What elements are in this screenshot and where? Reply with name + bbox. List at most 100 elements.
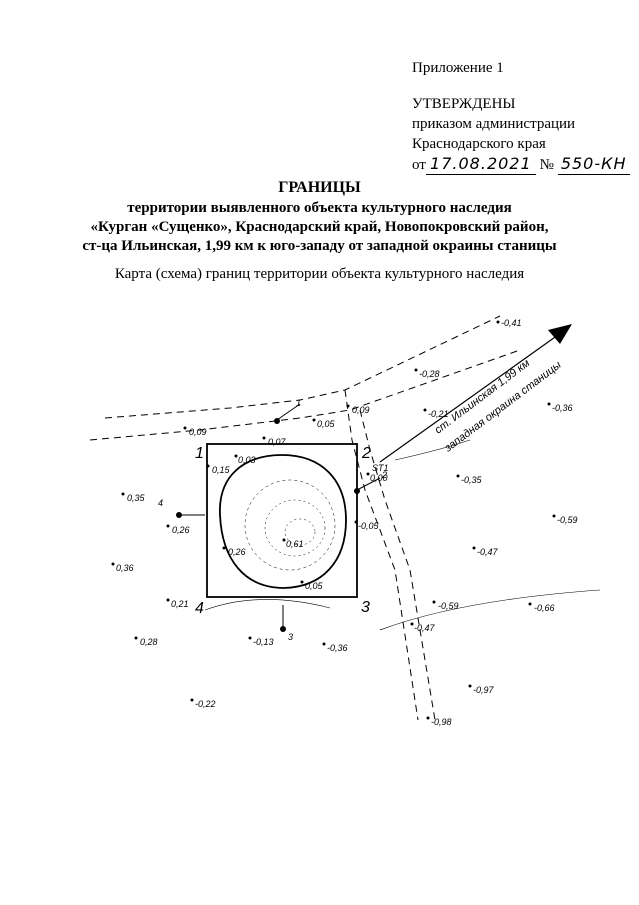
elevation-point: -0,36 [322,642,348,653]
direction-arrow [379,324,572,463]
elevation-point: -0,66 [528,602,555,613]
elevation-point: -0,28 [414,368,440,379]
elevation-label: 0,03 [238,455,256,465]
elevation-point: 0,00 [366,472,388,483]
elevation-label: -0,28 [419,369,440,379]
elevation-label: -0,22 [195,699,216,709]
elevation-label: 0,26 [228,547,246,557]
elevation-label: 0,09 [352,405,370,415]
order-number: 550-КН [557,154,630,175]
elevation-point: 0,15 [206,464,231,475]
elevation-point: 0,09 [183,426,207,437]
view-marker-1-label: 1 [296,398,301,408]
elevation-label: -0,05 [358,521,380,531]
elevation-point: 0,05 [312,418,336,429]
elevation-point: -0,59 [432,600,459,611]
appendix-label: Приложение 1 [412,60,504,76]
elevation-point: 0,21 [166,598,189,609]
elevation-point: -0,05 [354,520,380,531]
elevation-point: 0,07 [262,436,287,447]
approved-label: УТВЕРЖДЕНЫ [412,96,516,112]
road-lower-left [89,349,521,441]
boundary-map: ст. Ильинская 1,99 км западная окраина с… [89,315,601,727]
region-label: Краснодарского края [412,136,546,152]
elevation-point: 0,35 [121,492,146,503]
elevation-label: 0,36 [116,563,134,573]
corner-label-1: 1 [195,445,204,462]
by-order-label: приказом администрации [412,116,576,132]
contour-1 [204,599,331,611]
elevation-point: 0,05 [300,580,324,591]
number-sign: № [539,157,554,173]
document-title: ГРАНИЦЫ территории выявленного объекта к… [0,178,639,256]
road-down-1 [344,389,419,721]
elevation-point: 0,61 [282,538,304,549]
title-line-1: территории выявленного объекта культурно… [127,200,512,216]
elevation-point: 0,28 [134,636,158,647]
title-line-2: «Курган «Сущенко», Краснодарский край, Н… [90,219,549,235]
elevation-label: -0,35 [461,475,483,485]
view-marker-2: 2 [354,470,387,494]
elevation-label: -0,13 [253,637,274,647]
elevation-label: -0,47 [477,547,499,557]
mound-ring-2 [264,499,326,557]
view-marker-4-label: 4 [158,498,163,508]
elevation-point: 0,26 [222,546,246,557]
elevation-label: -0,59 [438,601,459,611]
corner-label-4: 4 [195,600,204,617]
terrain-contours [204,439,601,631]
corner-label-2: 2 [361,445,371,462]
elevation-label: 0,05 [317,419,336,429]
elevation-point: -0,59 [552,514,578,525]
station-label: ST1 [372,463,389,473]
map-caption: Карта (схема) границ территории объекта … [114,266,525,282]
elevation-label: 0,07 [268,437,287,447]
from-prefix: от [412,157,426,173]
view-marker-3: 3 [280,605,293,642]
mound-outline [219,454,347,589]
contour-3 [394,439,471,461]
elevation-label: -0,41 [501,318,522,328]
mound-ring-1 [244,479,336,571]
corner-label-3: 3 [361,599,370,616]
elevation-point: 0,03 [234,454,256,465]
elevation-label: 0,21 [171,599,189,609]
title-line-3: ст-ца Ильинская, 1,99 км к юго-западу от… [82,238,557,254]
elevation-label: -0,66 [534,603,555,613]
elevation-point: -0,41 [496,318,522,328]
elevation-label: 0,09 [189,427,207,437]
elevation-label: 0,28 [140,637,158,647]
elevation-label: 0,61 [286,539,304,549]
elevation-points: -0,41 -0,28 0,05 0,09 -0,21 -0,36 0,09 0… [111,318,578,727]
title-main: ГРАНИЦЫ [278,179,361,196]
mound [219,454,347,589]
elevation-label: -0,98 [431,717,452,727]
elevation-point: -0,47 [472,546,499,557]
mound-ring-3 [284,518,316,546]
elevation-label: 0,26 [172,525,190,535]
elevation-point: -0,13 [248,636,274,647]
elevation-label: -0,59 [557,515,578,525]
elevation-point: 0,36 [111,562,134,573]
elevation-label: -0,21 [428,409,449,419]
elevation-point: -0,98 [426,716,452,727]
elevation-point: -0,21 [423,408,449,419]
elevation-point: -0,97 [468,684,495,695]
elevation-label: -0,97 [473,685,495,695]
elevation-label: 0,35 [127,493,146,503]
view-marker-1: 1 [274,398,301,424]
elevation-label: 0,05 [305,581,324,591]
elevation-label: -0,47 [414,623,436,633]
elevation-point: -0,35 [456,474,483,485]
elevation-label: -0,36 [552,403,573,413]
view-marker-2-label: 2 [381,470,387,480]
contour-2 [379,589,601,631]
road-down-2 [359,409,436,721]
elevation-label: -0,36 [327,643,348,653]
order-date: 17.08.2021 [425,154,536,175]
road-upper-left [104,315,501,419]
elevation-point: -0,36 [547,402,573,413]
elevation-label: 0,15 [212,465,231,475]
elevation-point: 0,09 [346,404,370,415]
